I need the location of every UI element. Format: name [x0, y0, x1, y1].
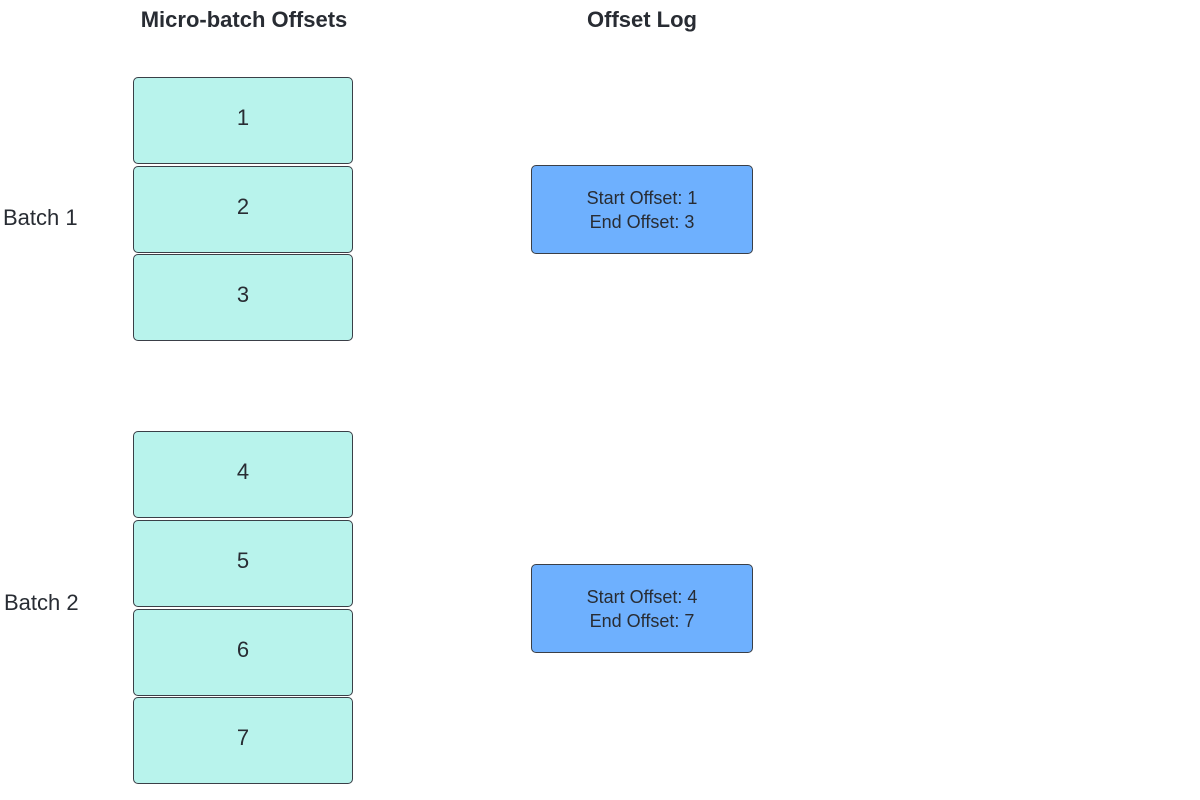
end-offset-text: End Offset: 3 — [589, 211, 695, 232]
offset-cell-7: 7 — [133, 697, 353, 784]
batch-2-label: Batch 2 — [4, 590, 79, 615]
offset-cell-6: 6 — [133, 609, 353, 696]
offset-value: 3 — [236, 282, 250, 307]
offset-value: 1 — [236, 105, 250, 130]
offset-log-entry-batch-2: Start Offset: 4 End Offset: 7 — [531, 564, 753, 653]
offset-value: 4 — [236, 459, 250, 484]
offset-cell-1: 1 — [133, 77, 353, 164]
offset-value: 2 — [236, 194, 250, 219]
batch-1-label: Batch 1 — [3, 205, 78, 230]
micro-batch-offsets-heading: Micro-batch Offsets — [140, 7, 348, 32]
offset-cell-4: 4 — [133, 431, 353, 518]
offset-log-entry-batch-1: Start Offset: 1 End Offset: 3 — [531, 165, 753, 254]
offset-value: 7 — [236, 725, 250, 750]
offset-log-heading: Offset Log — [587, 7, 697, 32]
end-offset-text: End Offset: 7 — [589, 610, 695, 631]
start-offset-text: Start Offset: 1 — [586, 187, 698, 208]
offset-value: 6 — [236, 637, 250, 662]
offset-cell-3: 3 — [133, 254, 353, 341]
offset-cell-2: 2 — [133, 166, 353, 253]
start-offset-text: Start Offset: 4 — [586, 586, 698, 607]
offset-cell-5: 5 — [133, 520, 353, 607]
offset-value: 5 — [236, 548, 250, 573]
